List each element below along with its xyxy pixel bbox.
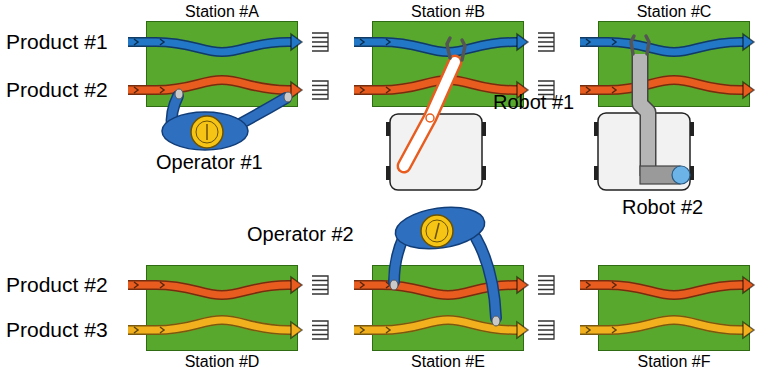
buffer-symbol: [538, 321, 554, 339]
product-flow: [128, 80, 302, 98]
robot-label: Robot #1: [493, 91, 574, 113]
label-holder: Product #3: [6, 318, 108, 342]
label-holder: Operator #2: [247, 222, 354, 246]
product-flow: [580, 320, 754, 338]
product-flow: [128, 34, 302, 52]
product-label: Product #1: [6, 30, 108, 53]
label-holder: Product #2: [6, 78, 108, 102]
label-holder: Operator #1: [156, 150, 263, 174]
product-flow: [580, 34, 754, 52]
label-holder: Robot #2: [622, 195, 703, 219]
product-label: Product #2: [6, 78, 108, 101]
station-body: [598, 265, 750, 351]
station-body: [146, 265, 298, 351]
operator-label: Operator #1: [156, 151, 263, 173]
product-flow: [354, 34, 528, 52]
buffer-symbol: [538, 33, 554, 51]
product-label: Product #3: [6, 318, 108, 341]
buffer-symbol: [538, 276, 554, 294]
buffer-symbol: [312, 81, 328, 99]
station-title: Station #D: [185, 353, 260, 371]
station-title: Station #E: [411, 353, 485, 371]
buffer-symbol: [312, 321, 328, 339]
station-title: Station #F: [638, 353, 711, 371]
product-label: Product #2: [6, 273, 108, 296]
operator-label: Operator #2: [247, 223, 354, 245]
buffer-symbol: [312, 276, 328, 294]
station-title: Station #C: [637, 3, 712, 21]
operator-figure: [390, 202, 500, 326]
label-holder: Robot #1: [493, 90, 574, 114]
product-flow: [580, 277, 754, 295]
product-flow: [354, 320, 528, 338]
label-holder: Product #2: [6, 273, 108, 297]
buffer-symbol: [312, 33, 328, 51]
operator-figure: [162, 89, 292, 150]
station-title: Station #A: [185, 3, 259, 21]
label-holder: Product #1: [6, 30, 108, 54]
product-flow: [580, 80, 754, 98]
robot-label: Robot #2: [622, 196, 703, 218]
robot-figure: [594, 36, 694, 190]
product-flow: [128, 277, 302, 295]
product-flow: [354, 277, 528, 295]
station-title: Station #B: [411, 3, 485, 21]
product-flow: [128, 320, 302, 338]
robot-figure: [386, 38, 486, 190]
